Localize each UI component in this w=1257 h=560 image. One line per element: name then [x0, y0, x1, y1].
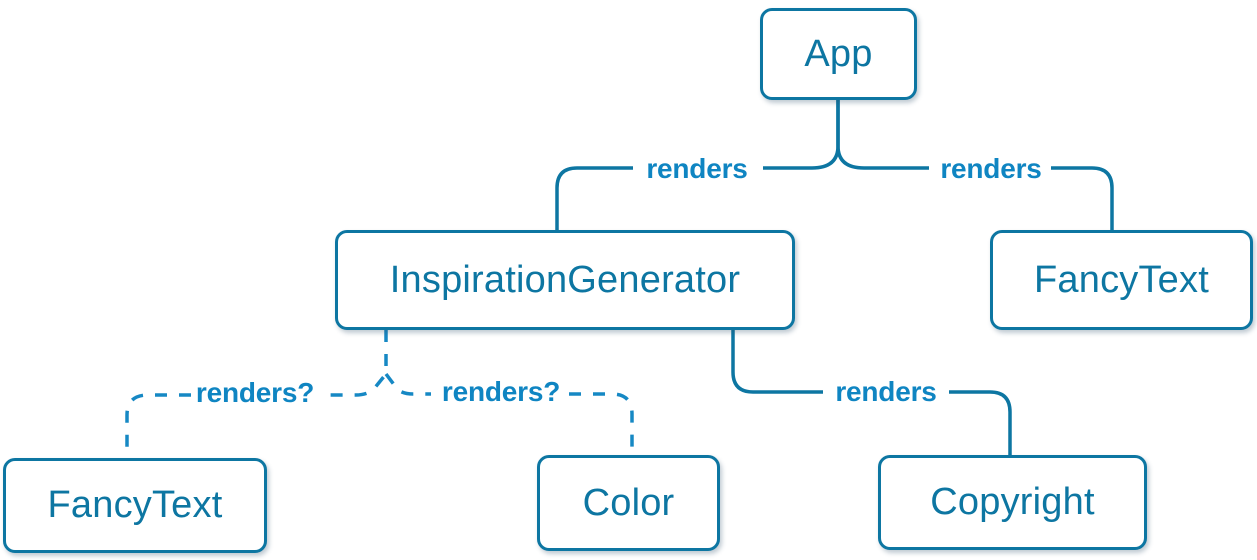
edge-inspirationgenerator-to-color-dashed — [384, 372, 634, 455]
edge-inspirationgenerator-to-copyright — [731, 330, 1012, 455]
edge-app-to-fancytext — [836, 100, 1114, 230]
edge-label-renders-left: renders — [646, 153, 748, 184]
edge-label-renders-right: renders — [940, 153, 1042, 184]
node-copyright: Copyright — [878, 455, 1147, 550]
edge-label-renders-question-left: renders? — [195, 377, 315, 408]
node-inspiration-generator: InspirationGenerator — [335, 230, 795, 330]
node-color: Color — [537, 455, 720, 551]
node-fancy-text-bottom-label: FancyText — [47, 484, 223, 526]
node-color-label: Color — [582, 481, 675, 524]
edge-label-renders-question-right: renders? — [441, 376, 561, 407]
edge-inspirationgenerator-to-fancytext-dashed — [125, 330, 388, 457]
node-inspiration-generator-label: InspirationGenerator — [389, 258, 741, 301]
node-fancy-text-top-label: FancyText — [1034, 258, 1209, 301]
node-copyright-label: Copyright — [930, 481, 1095, 523]
node-app: App — [760, 8, 917, 100]
node-fancy-text-top: FancyText — [990, 230, 1253, 330]
edge-label-renders-copyright: renders — [835, 376, 937, 407]
node-fancy-text-bottom: FancyText — [3, 458, 267, 553]
node-app-label: App — [804, 32, 873, 75]
